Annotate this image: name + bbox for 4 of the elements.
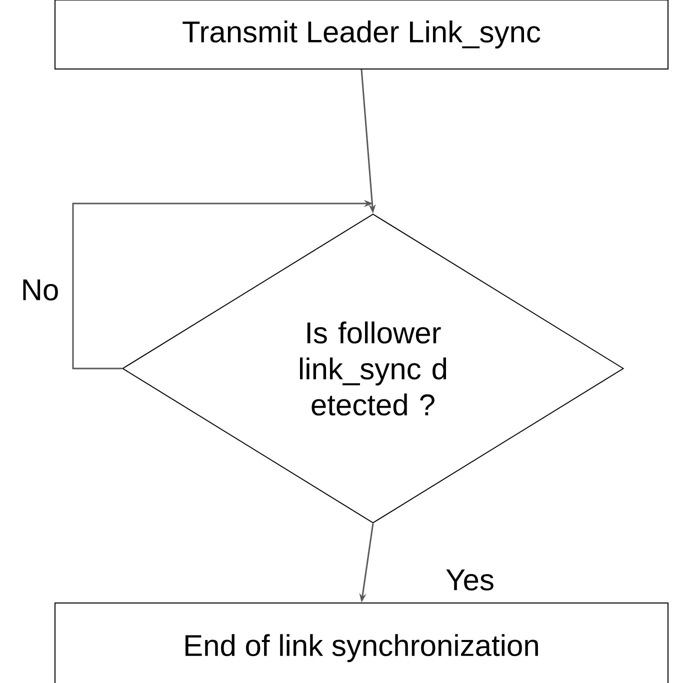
- process-box: Transmit Leader Link_sync: [54, 0, 668, 70]
- edge-label: No: [20, 278, 60, 302]
- process-box: End of link synchronization: [54, 602, 668, 683]
- edge-label: Yes: [444, 568, 496, 592]
